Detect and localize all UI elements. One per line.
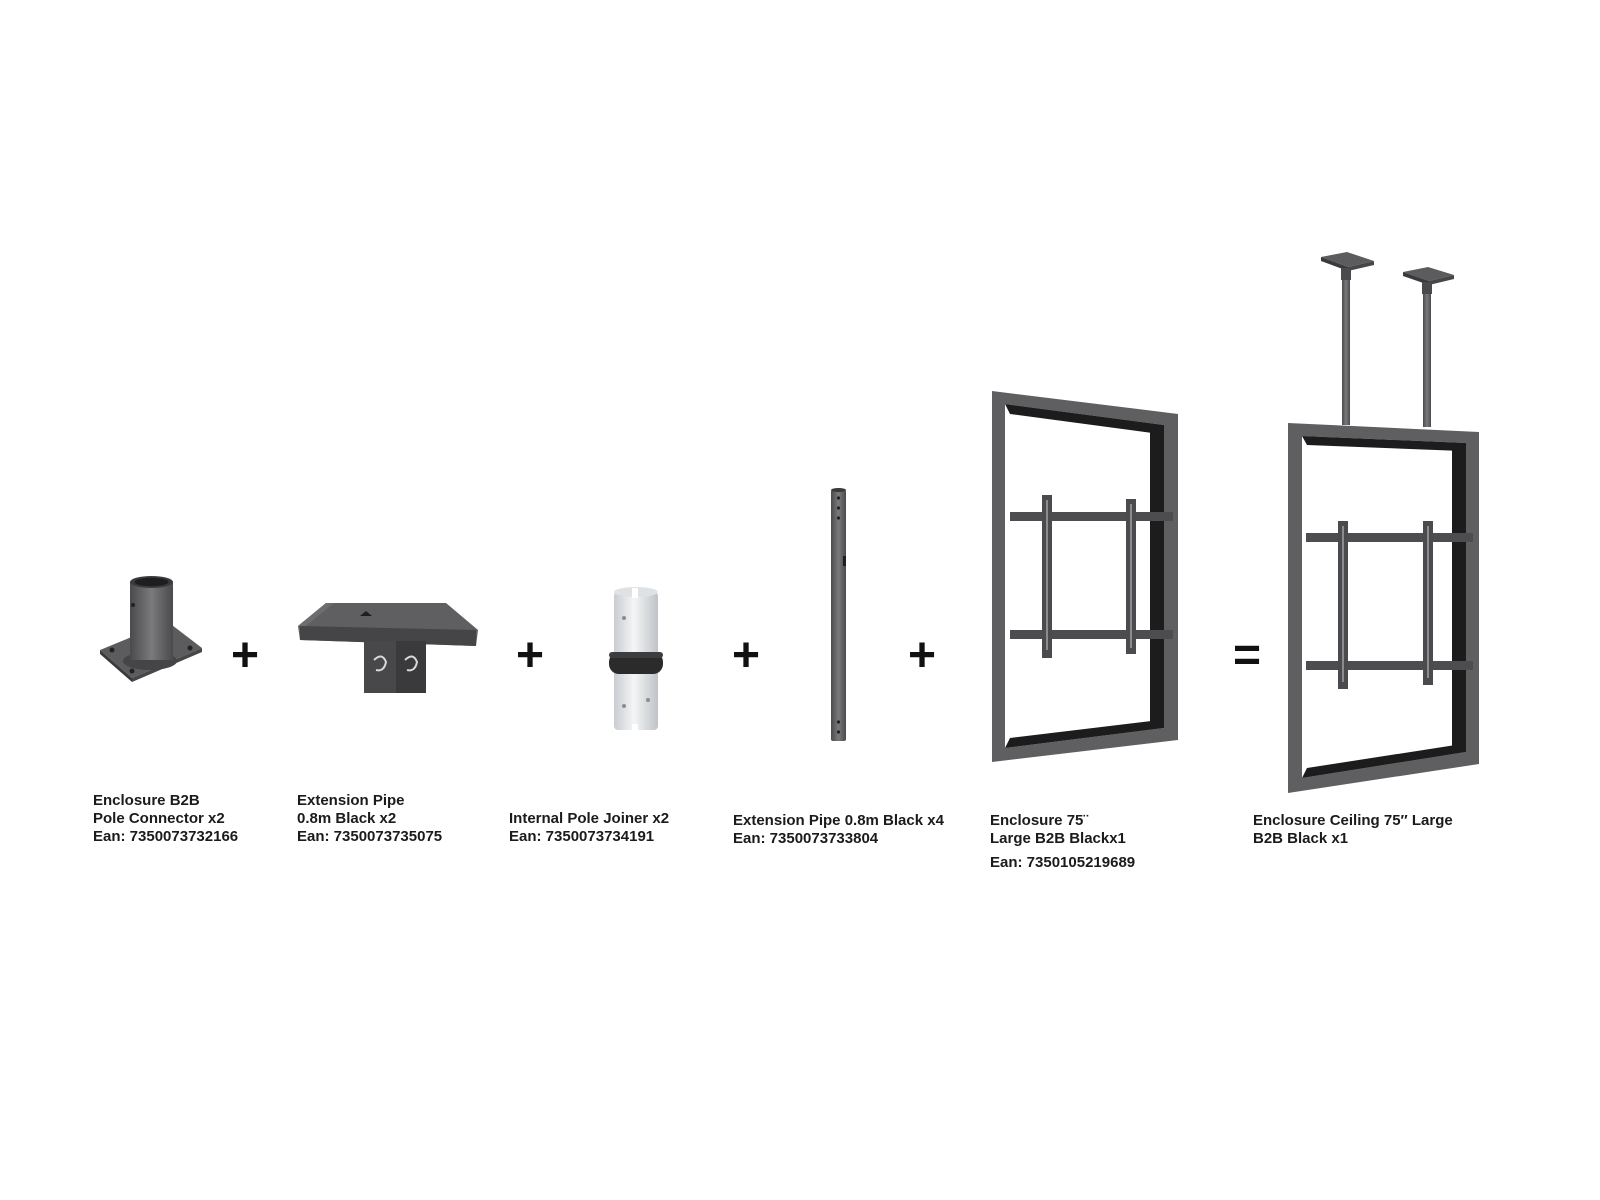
enclosure-label: Enclosure 75¨ Large B2B Blackx1 Ean: 735… (990, 812, 1135, 872)
label-line: Extension Pipe (297, 792, 405, 809)
label-line: B2B Black x1 (1253, 830, 1349, 847)
label-line: Large B2B Blackx1 (990, 830, 1126, 847)
enclosure-frame-image (992, 391, 1178, 762)
label-line: Pole Connector x2 (93, 810, 225, 827)
ceiling-enclosure-label: Enclosure Ceiling 75″ Large B2B Black x1 (1253, 812, 1453, 848)
label-line: Internal Pole Joiner x2 (509, 810, 670, 827)
extension-pipe-label: Extension Pipe 0.8m Black x4 Ean: 735007… (733, 812, 944, 848)
extension-pipe-image (831, 488, 846, 741)
label-line: Enclosure B2B (93, 792, 200, 809)
extension-pipe-bracket-image (298, 603, 478, 693)
label-line: Ean: 7350105219689 (990, 854, 1136, 871)
extension-pipe-bracket-label: Extension Pipe 0.8m Black x2 Ean: 735007… (297, 792, 442, 846)
pole-connector-image (100, 576, 202, 682)
label-line: 0.8m Black x2 (297, 810, 397, 827)
label-line: Ean: 7350073733804 (733, 830, 879, 847)
ceiling-enclosure-image (1288, 252, 1479, 793)
internal-pole-joiner-image (609, 587, 663, 734)
equals-sign: = (1232, 629, 1262, 682)
pole-connector-label: Enclosure B2B Pole Connector x2 Ean: 735… (93, 792, 238, 846)
label-line: Enclosure Ceiling 75″ Large (1253, 812, 1453, 829)
label-line: Ean: 7350073732166 (93, 828, 239, 845)
label-line: Ean: 7350073734191 (509, 828, 655, 845)
label-line: Extension Pipe 0.8m Black x4 (733, 812, 944, 829)
internal-pole-joiner-label: Internal Pole Joiner x2 Ean: 73500737341… (509, 810, 669, 846)
plus-sign-4: + (907, 629, 937, 682)
plus-sign-1: + (230, 629, 260, 682)
label-line: Ean: 7350073735075 (297, 828, 443, 845)
plus-sign-3: + (731, 629, 761, 682)
label-line: Enclosure 75¨ (990, 812, 1089, 829)
plus-sign-2: + (515, 629, 545, 682)
